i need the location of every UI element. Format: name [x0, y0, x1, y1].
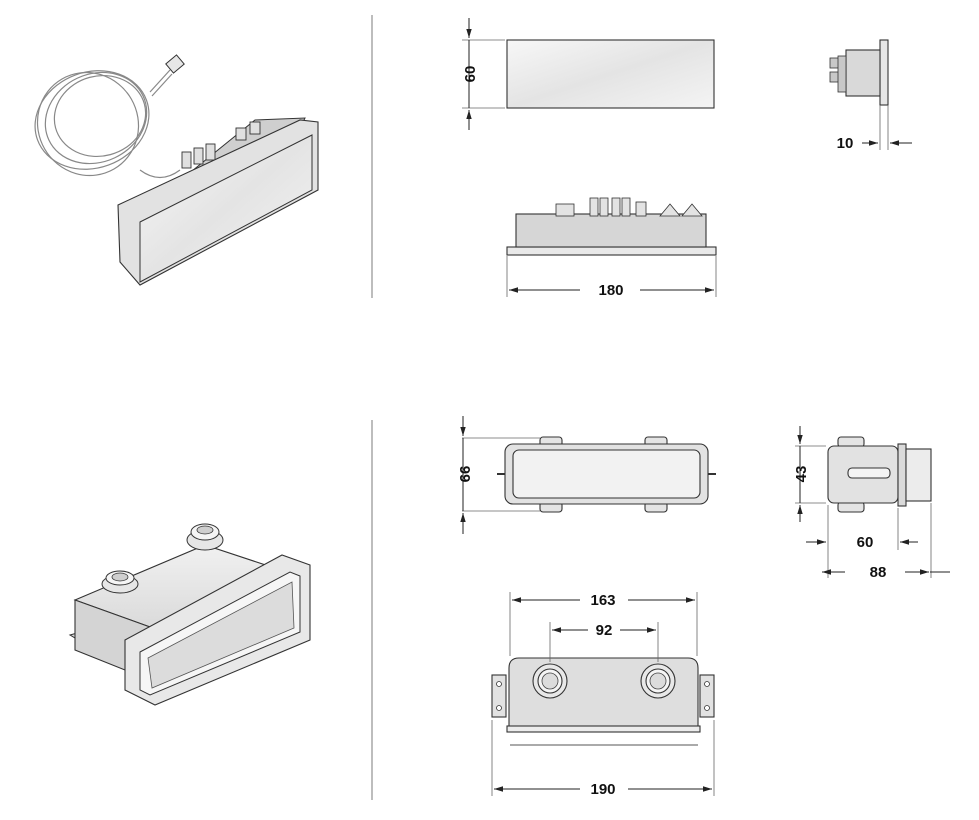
lamp-side-view: 10 [829, 39, 912, 152]
dim-lamp-front-height: 60 [462, 66, 479, 83]
dim-lamp-side-depth: 10 [837, 135, 854, 152]
box-isometric-view [68, 523, 311, 706]
dim-box-side-depth-outer: 88 [870, 564, 887, 581]
dim-box-side-depth-inner: 60 [857, 534, 874, 551]
dim-box-top-width: 163 [590, 592, 615, 609]
dim-box-front-height: 66 [457, 466, 474, 483]
lamp-front-view: 60 [462, 18, 715, 130]
box-top-view: 163 92 190 [491, 592, 715, 798]
lamp-top-view: 180 [506, 197, 717, 299]
dim-lamp-top-width: 180 [598, 282, 623, 299]
dim-box-side-height: 43 [793, 466, 810, 483]
box-front-view: 66 [457, 416, 716, 534]
dim-box-top-spacing: 92 [596, 622, 613, 639]
dim-box-top-overall: 190 [590, 781, 615, 798]
box-side-view: 43 60 88 [793, 426, 950, 581]
lamp-isometric-view [34, 54, 319, 286]
